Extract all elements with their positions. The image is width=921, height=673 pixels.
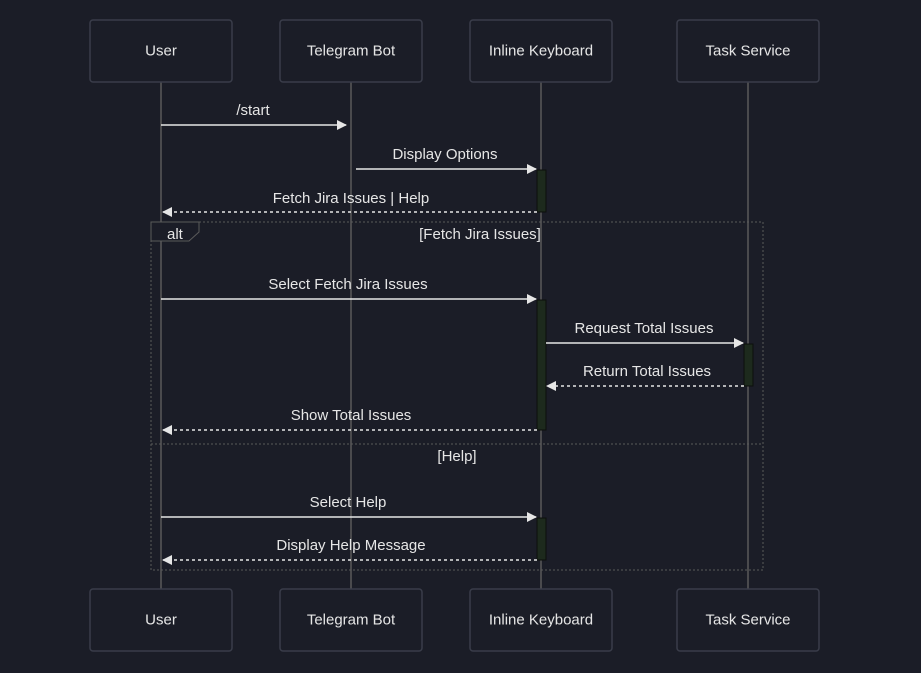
message-label: Display Help Message [276, 537, 425, 554]
activation-inline-keyboard-2 [536, 299, 547, 431]
message-label: Show Total Issues [291, 407, 412, 424]
actor-top-user: User [89, 19, 233, 83]
actor-label: Inline Keyboard [489, 43, 593, 60]
actor-label: Task Service [705, 612, 790, 629]
message-select-help: Select Help [161, 494, 537, 522]
message-return-total: Return Total Issues [546, 363, 744, 391]
actor-label: Inline Keyboard [489, 612, 593, 629]
message-display-help: Display Help Message [162, 537, 537, 565]
activation-inline-keyboard-3 [536, 517, 547, 561]
message-start: /start [161, 102, 347, 130]
actor-label: Telegram Bot [307, 612, 396, 629]
message-label: Select Help [310, 494, 387, 511]
actor-bottom-user: User [89, 588, 233, 652]
message-label: Request Total Issues [575, 320, 714, 337]
message-show-total: Show Total Issues [162, 407, 537, 435]
message-fetch-or-help: Fetch Jira Issues | Help [162, 190, 537, 217]
actor-top-inline-keyboard: Inline Keyboard [469, 19, 613, 83]
alt-condition-help: [Help] [437, 448, 476, 465]
alt-frame-border [150, 221, 764, 571]
alt-condition-fetch: [Fetch Jira Issues] [419, 226, 541, 243]
actor-top-telegram-bot: Telegram Bot [279, 19, 423, 83]
message-select-fetch: Select Fetch Jira Issues [161, 276, 537, 304]
message-request-total: Request Total Issues [546, 320, 744, 348]
alt-frame-tab [150, 221, 200, 242]
message-label: Display Options [392, 146, 497, 163]
alt-frame-label: alt [167, 226, 184, 243]
alt-frame: alt [Fetch Jira Issues] [Help] [150, 221, 764, 571]
message-label: /start [236, 102, 270, 119]
message-display-options: Display Options [356, 146, 537, 174]
actor-bottom-task-service: Task Service [676, 588, 820, 652]
actor-label: Telegram Bot [307, 43, 396, 60]
message-label: Return Total Issues [583, 363, 711, 380]
activation-task-service [743, 343, 754, 387]
actor-label: User [145, 43, 177, 60]
activation-inline-keyboard-1 [536, 169, 547, 213]
actor-label: Task Service [705, 43, 790, 60]
message-label: Fetch Jira Issues | Help [273, 190, 429, 207]
actor-label: User [145, 612, 177, 629]
actor-top-task-service: Task Service [676, 19, 820, 83]
message-label: Select Fetch Jira Issues [268, 276, 427, 293]
actor-bottom-telegram-bot: Telegram Bot [279, 588, 423, 652]
actor-bottom-inline-keyboard: Inline Keyboard [469, 588, 613, 652]
